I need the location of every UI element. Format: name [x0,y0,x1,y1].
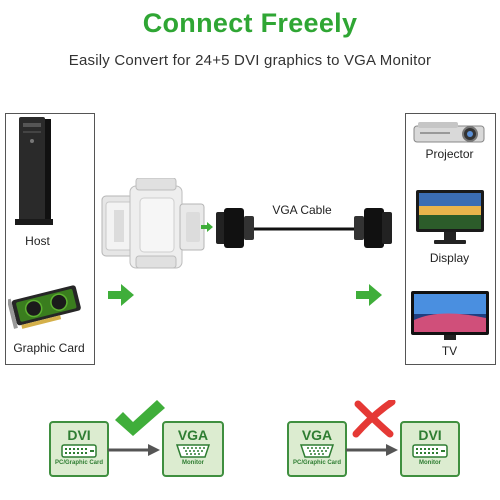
vga-badge: VGA PC/Graphic Card [287,421,347,477]
arrow-right-icon [108,284,134,306]
cross-icon [352,400,396,438]
graphic-card-label: Graphic Card [13,341,85,355]
tv-label: TV [441,344,458,358]
display-label: Display [429,251,470,265]
vga-badge-label: VGA [177,427,209,443]
dvi-badge-label: DVI [67,427,91,443]
dvi-badge-sublabel: Monitor [419,460,441,466]
projector-label: Projector [425,147,474,161]
arrow-right-small-icon [201,222,213,232]
vga-port-icon [300,444,334,458]
vga-badge-label: VGA [301,427,333,443]
tv-icon [411,291,489,340]
vga-badge-sublabel: PC/Graphic Card [292,460,341,466]
vga-cable-image [216,208,392,248]
dvi-port-icon [61,444,97,458]
monitor-icon [416,190,484,244]
vga-badge: VGA Monitor [162,421,224,477]
vga-port-icon [176,444,210,458]
checkmark-icon [115,400,165,436]
dvi-vga-adapter-image [101,178,205,269]
arrow-right-icon [356,284,382,306]
dvi-badge: DVI PC/Graphic Card [49,421,109,477]
arrow-right-icon [108,444,160,456]
dvi-port-icon [412,444,448,458]
vga-cable-label: VGA Cable [272,203,332,217]
page-subtitle: Easily Convert for 24+5 DVI graphics to … [68,52,432,69]
arrow-right-icon [346,444,398,456]
dvi-badge: DVI Monitor [400,421,460,477]
dvi-badge-sublabel: PC/Graphic Card [54,460,103,466]
projector-icon [413,122,485,143]
vga-badge-sublabel: Monitor [182,460,204,466]
dvi-badge-label: DVI [418,427,442,443]
page-title: Connect Freeely [142,8,358,38]
host-label: Host [25,234,50,248]
desktop-tower-icon [15,117,53,225]
graphic-card-icon [8,285,81,329]
